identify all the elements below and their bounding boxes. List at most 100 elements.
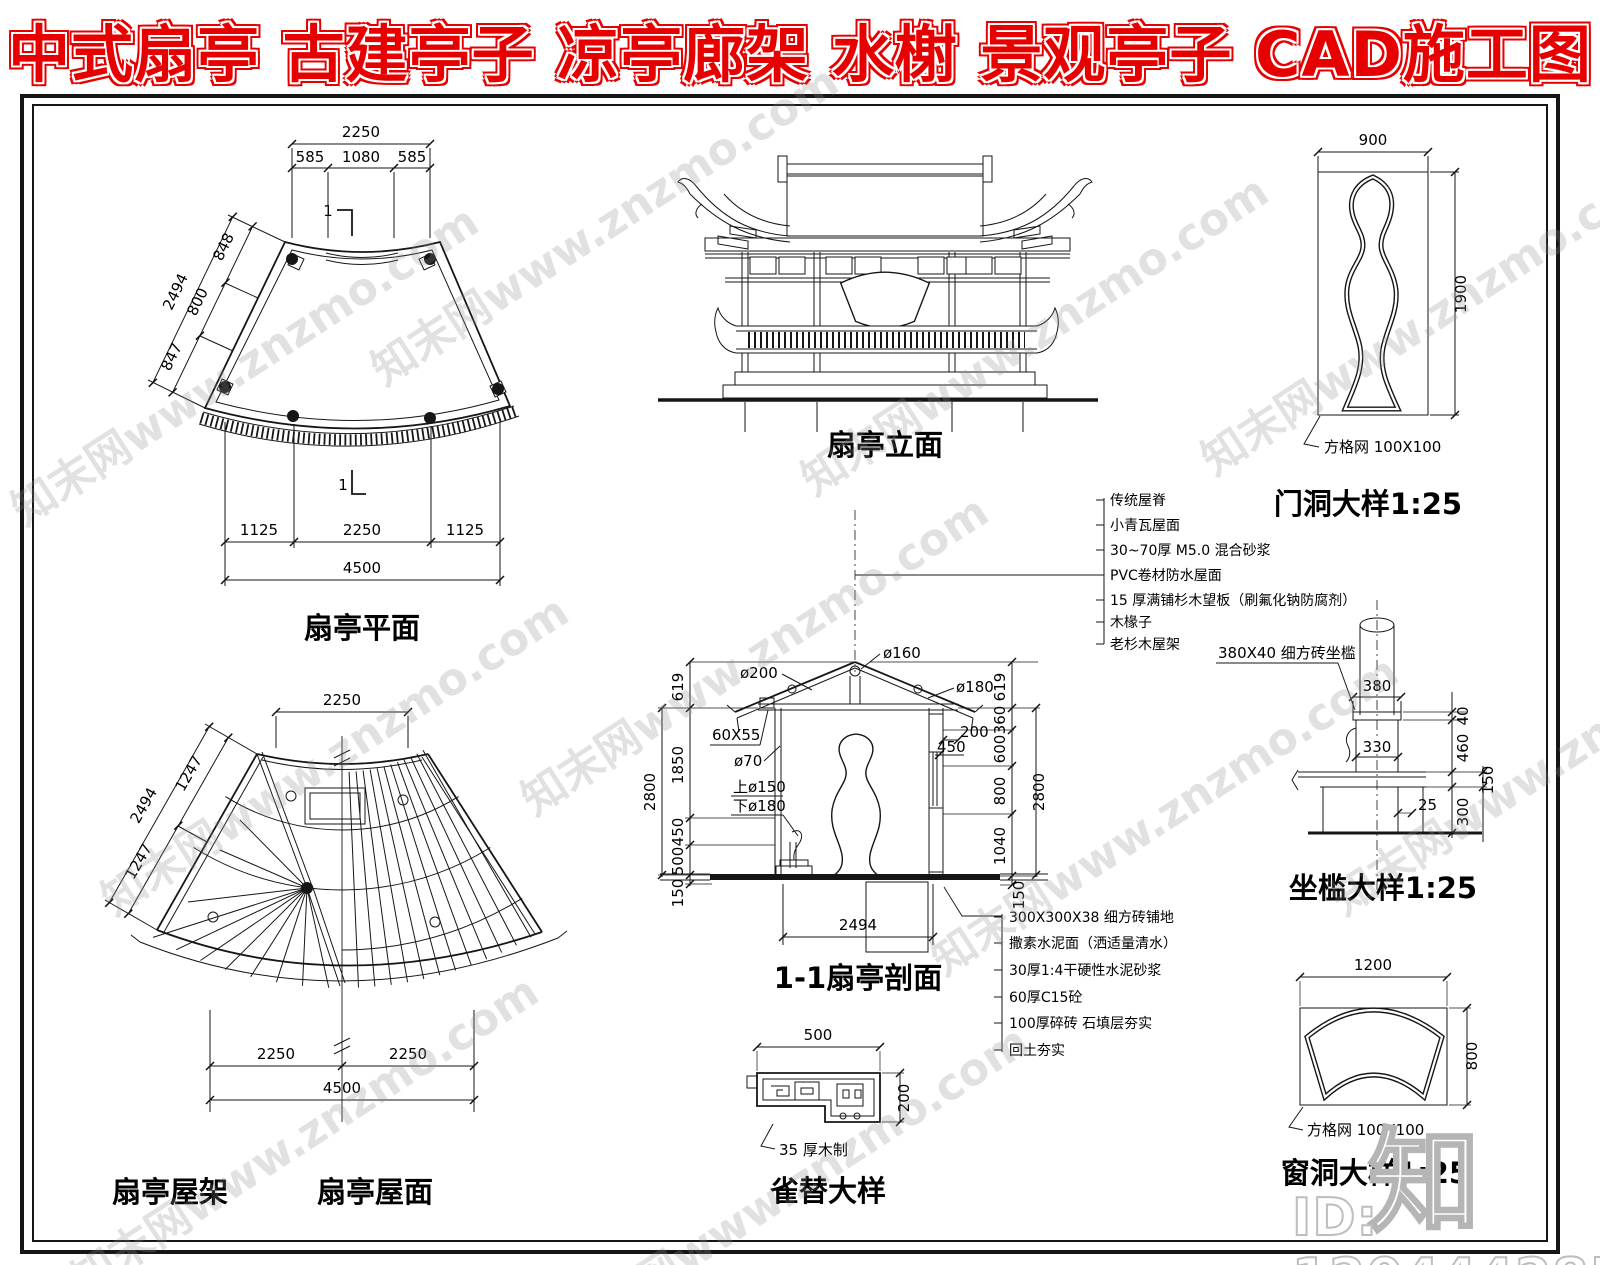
dim: 2800 <box>1030 773 1048 811</box>
queti-detail-svg: 500 200 35 厚木制 雀替大样 <box>746 1026 913 1208</box>
seat-detail-panel: 380 330 40 460 300 150 25 380X40 细方砖坐槛 坐… <box>1190 580 1530 914</box>
dim: 4500 <box>323 1079 361 1097</box>
callout: 30厚1:4干硬性水泥砂浆 <box>1009 963 1161 979</box>
plan-section-marks: 1 1 <box>323 202 366 495</box>
grid-note: 方格网 100X100 <box>1324 438 1441 456</box>
dim: 360 <box>991 706 1009 735</box>
grid-note: 方格网 100X100 <box>1307 1121 1424 1139</box>
callout: 小青瓦屋面 <box>1110 518 1180 534</box>
dim: 619 <box>991 673 1009 702</box>
queti-dimensions: 500 200 35 厚木制 <box>752 1026 913 1159</box>
dim: 2250 <box>343 521 381 539</box>
dim: 900 <box>1359 131 1388 149</box>
callout: 木椽子 <box>1110 615 1152 631</box>
seat-detail-title: 坐槛大样1:25 <box>1289 871 1477 905</box>
callout: 下ø180 <box>733 797 786 815</box>
dim: 25 <box>1418 796 1437 814</box>
section-mark-bottom: 1 <box>338 476 348 494</box>
callout: 60X55 <box>712 726 760 744</box>
roof-plan-svg: 2250 2494 1247 1247 2250 2250 4500 扇亭屋架 … <box>104 691 568 1209</box>
dim: 40 <box>1454 706 1472 725</box>
dim: 150 <box>1479 766 1497 795</box>
window-detail-svg: 1200 800 方格网 100X100 窗洞大样1:25 <box>1281 956 1481 1190</box>
roof-plan-dimensions: 2250 2494 1247 1247 2250 2250 4500 <box>104 691 479 1112</box>
section-callouts: ø160 ø200 ø180 60X55 ø70 上ø150 下ø180 200… <box>710 644 994 837</box>
callout: 撒素水泥面（洒适量清水） <box>1009 936 1177 952</box>
roof-surface-title: 扇亭屋面 <box>317 1175 433 1209</box>
dim: 848 <box>209 230 238 264</box>
plan-drawing <box>198 240 520 447</box>
dim: 585 <box>398 148 427 166</box>
dim: 500 <box>804 1026 833 1044</box>
dim: 150 <box>1010 881 1028 910</box>
section-title: 1-1扇亭剖面 <box>774 961 942 995</box>
dim: 1200 <box>1354 956 1392 974</box>
queti-drawing <box>746 1072 881 1123</box>
door-detail-drawing <box>1317 171 1429 416</box>
dim: 847 <box>157 340 186 374</box>
callout: ø70 <box>734 752 762 770</box>
dim: 1040 <box>991 827 1009 865</box>
roof-plan-panel: 2250 2494 1247 1247 2250 2250 4500 扇亭屋架 … <box>90 670 650 1234</box>
seat-detail-dimensions: 380 330 40 460 300 150 25 380X40 细方砖坐槛 <box>1216 644 1497 842</box>
callout: 200 <box>960 723 989 741</box>
callout: 传统屋脊 <box>1110 493 1166 509</box>
dim: 600 <box>991 735 1009 764</box>
roof-plan-drawing <box>130 736 568 1122</box>
callout: 380X40 细方砖坐槛 <box>1218 644 1356 662</box>
dim: 1900 <box>1452 275 1470 313</box>
callout: 老杉木屋架 <box>1110 637 1180 653</box>
dim: 585 <box>296 148 325 166</box>
callout: 60厚C15砼 <box>1009 990 1082 1006</box>
plan-panel: 1 1 2250 585 1080 585 2494 848 800 847 <box>100 110 620 674</box>
dim: 150 <box>669 879 687 908</box>
dim: 300 <box>1454 798 1472 827</box>
elevation-svg: 扇亭立面 <box>658 155 1098 462</box>
floor-callout-list: 300X300X38 细方砖铺地 撒素水泥面（洒适量清水） 30厚1:4干硬性水… <box>943 886 1177 1059</box>
seat-detail-svg: 380 330 40 460 300 150 25 380X40 细方砖坐槛 坐… <box>1216 600 1497 905</box>
dim: 2250 <box>389 1045 427 1063</box>
queti-title: 雀替大样 <box>770 1174 886 1208</box>
elevation-panel: 扇亭立面 <box>630 130 1120 474</box>
dim: 800 <box>183 285 212 319</box>
roof-callout-list: 传统屋脊 小青瓦屋面 30~70厚 M5.0 混合砂浆 PVC卷材防水屋面 15… <box>855 493 1356 653</box>
callout: ø200 <box>740 664 778 682</box>
dim: 619 <box>669 673 687 702</box>
dim: 380 <box>1363 677 1392 695</box>
window-detail-title: 窗洞大样1:25 <box>1281 1156 1469 1190</box>
section-panel: ø160 ø200 ø180 60X55 ø70 上ø150 下ø180 200… <box>640 440 1360 1064</box>
door-detail-dimensions: 900 1900 方格网 100X100 <box>1303 131 1470 456</box>
dim: 1080 <box>342 148 380 166</box>
dim: 2250 <box>257 1045 295 1063</box>
callout: ø160 <box>883 644 921 662</box>
callout: ø180 <box>956 678 994 696</box>
queti-detail-panel: 500 200 35 厚木制 雀替大样 <box>725 1018 955 1232</box>
plan-svg: 1 1 2250 585 1080 585 2494 848 800 847 <box>147 123 520 645</box>
dim: 2494 <box>839 916 877 934</box>
dim: 4500 <box>343 559 381 577</box>
elevation-title: 扇亭立面 <box>827 428 943 462</box>
dim: 330 <box>1363 738 1392 756</box>
plan-dimensions: 2250 585 1080 585 2494 848 800 847 1125 … <box>147 123 505 586</box>
sheet-border-outer <box>20 94 1560 1254</box>
dim: 460 <box>1454 734 1472 763</box>
callout: 30~70厚 M5.0 混合砂浆 <box>1110 543 1271 559</box>
dim: 1850 <box>669 746 687 784</box>
sheet-border-inner <box>32 104 1548 1242</box>
section-dimensions: 619 1850 450 500 150 2800 619 360 600 80… <box>641 657 1048 945</box>
page-title: 中式扇亭 古建亭子 凉亭廊架 水榭 景观亭子 CAD施工图 <box>8 18 1592 91</box>
callout: 15 厚满铺杉木望板（刷氟化钠防腐剂） <box>1110 592 1356 609</box>
callout: 上ø150 <box>733 778 786 796</box>
elevation-drawing <box>658 155 1098 432</box>
dim: 450 <box>669 818 687 847</box>
frieze-panels <box>749 256 1022 275</box>
door-detail-panel: 900 1900 方格网 100X100 门洞大样1:25 <box>1240 120 1500 544</box>
callout: 100厚碎砖 石填层夯实 <box>1009 1016 1152 1032</box>
dim: 2250 <box>342 123 380 141</box>
window-detail-drawing <box>1299 1007 1448 1106</box>
dim: 200 <box>895 1084 913 1113</box>
roof-frame-title: 扇亭屋架 <box>112 1175 228 1209</box>
dim: 2250 <box>323 691 361 709</box>
callout: 450 <box>937 738 966 756</box>
